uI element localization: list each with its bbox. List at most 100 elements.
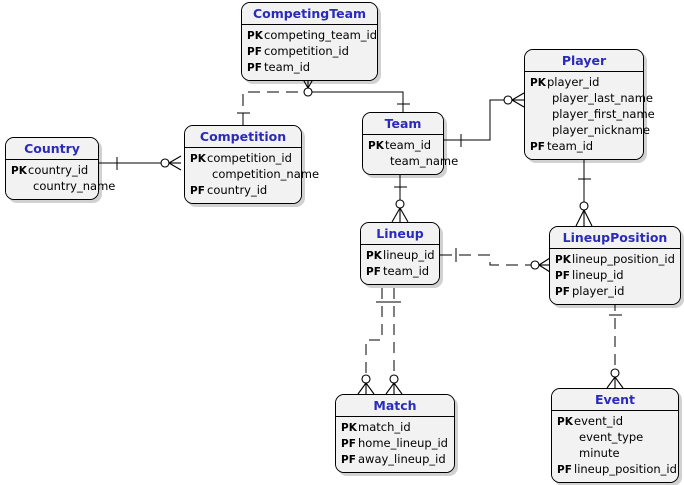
attribute-key: PF: [341, 454, 356, 466]
attribute-name: country_name: [33, 179, 116, 193]
attribute-key: PK: [530, 77, 546, 89]
connector-lineup-match-home: [357, 288, 389, 395]
attribute-key: PF: [366, 266, 381, 278]
attribute-name: lineup_id: [383, 248, 435, 262]
attribute-name: country_id: [207, 183, 268, 197]
attribute-key: PK: [341, 422, 357, 434]
attribute-name: competition_id: [264, 44, 349, 58]
entity-title-lineup_position: LineupPosition: [550, 227, 680, 249]
entity-title-event: Event: [552, 389, 678, 411]
connector-lineup-match-away: [385, 288, 403, 395]
connector-team-competingteam: [312, 91, 410, 112]
attribute-name: match_id: [358, 420, 411, 434]
attribute-name: team_id: [264, 60, 311, 74]
connector-country-competition: [99, 155, 182, 171]
attribute-key: PF: [555, 286, 570, 298]
attribute-name: country_id: [28, 163, 89, 177]
attribute-key: PF: [341, 438, 356, 450]
attribute-row: competition_name: [185, 167, 319, 183]
attribute-row: minute: [552, 446, 678, 462]
attribute-name: event_id: [574, 414, 623, 428]
attribute-row: country_name: [6, 179, 115, 195]
connector-competition-competingteam: [237, 73, 317, 125]
attribute-name: player_first_name: [552, 107, 655, 121]
connector-lineupposition-event: [606, 300, 624, 389]
attribute-key: PK: [368, 140, 384, 152]
attribute-name: away_lineup_id: [358, 452, 446, 466]
attribute-name: player_last_name: [552, 91, 654, 105]
attribute-key: PK: [11, 165, 27, 177]
attribute-name: player_id: [572, 284, 625, 298]
entity-title-match: Match: [336, 395, 454, 417]
attribute-name: competition_id: [207, 151, 292, 165]
connector-player-lineupposition: [575, 160, 593, 227]
attribute-key: PF: [247, 62, 262, 74]
attribute-name: home_lineup_id: [358, 436, 448, 450]
attribute-name: lineup_id: [572, 268, 624, 282]
attribute-name: team_name: [390, 154, 459, 168]
attribute-name: player_nickname: [552, 123, 650, 137]
entity-title-competition: Competition: [185, 126, 301, 148]
attribute-key: PK: [557, 416, 573, 428]
attribute-key: PK: [366, 250, 382, 262]
attribute-row: event_type: [552, 430, 678, 446]
entity-title-lineup: Lineup: [361, 223, 439, 245]
entity-title-player: Player: [525, 50, 643, 72]
entity-title-team: Team: [363, 113, 443, 135]
connector-team-lineup: [391, 168, 409, 223]
attribute-name: player_id: [547, 75, 600, 89]
attribute-name: team_id: [385, 138, 432, 152]
attribute-name: minute: [579, 446, 620, 460]
attribute-key: PF: [557, 464, 572, 476]
attribute-name: team_id: [547, 139, 594, 153]
entity-title-country: Country: [6, 138, 98, 160]
connector-team-player: [444, 92, 525, 147]
attribute-name: competition_name: [212, 167, 320, 181]
attribute-name: lineup_position_id: [572, 252, 675, 266]
attribute-row: player_first_name: [525, 107, 655, 123]
attribute-name: competing_team_id: [264, 28, 378, 42]
attribute-name: lineup_position_id: [574, 462, 677, 476]
attribute-key: PK: [247, 30, 263, 42]
attribute-key: PK: [555, 254, 571, 266]
attribute-key: PF: [530, 141, 545, 153]
